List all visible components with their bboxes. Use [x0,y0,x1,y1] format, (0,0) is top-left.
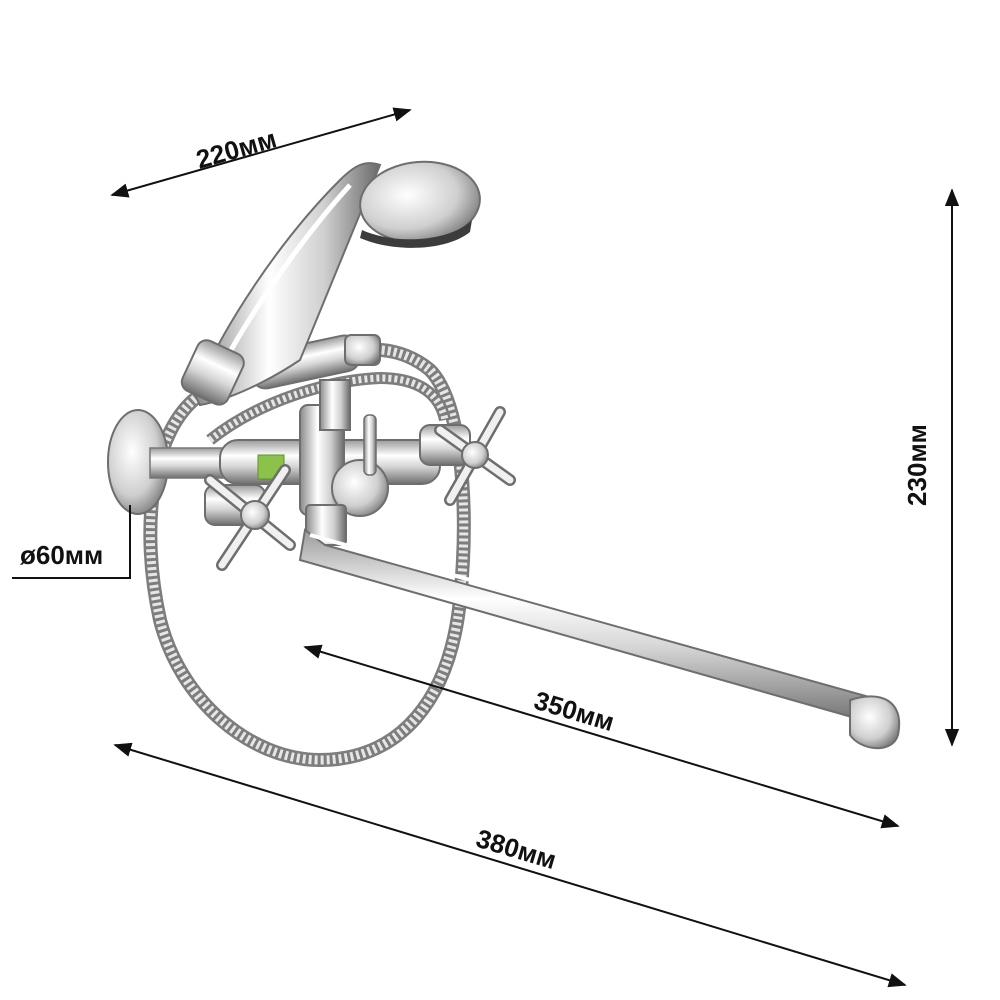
faucet-illustration [107,160,901,768]
label-height: 230мм [902,424,932,506]
label-shower-width: 220мм [193,123,280,174]
right-cross-handle [419,406,516,506]
dimension-line-total-length [113,742,907,988]
left-cross-handle [204,464,296,571]
dimension-line-shower-width [110,107,412,198]
label-flange-diameter: ø60мм [20,540,103,570]
leader-line-flange-diameter [12,505,131,579]
